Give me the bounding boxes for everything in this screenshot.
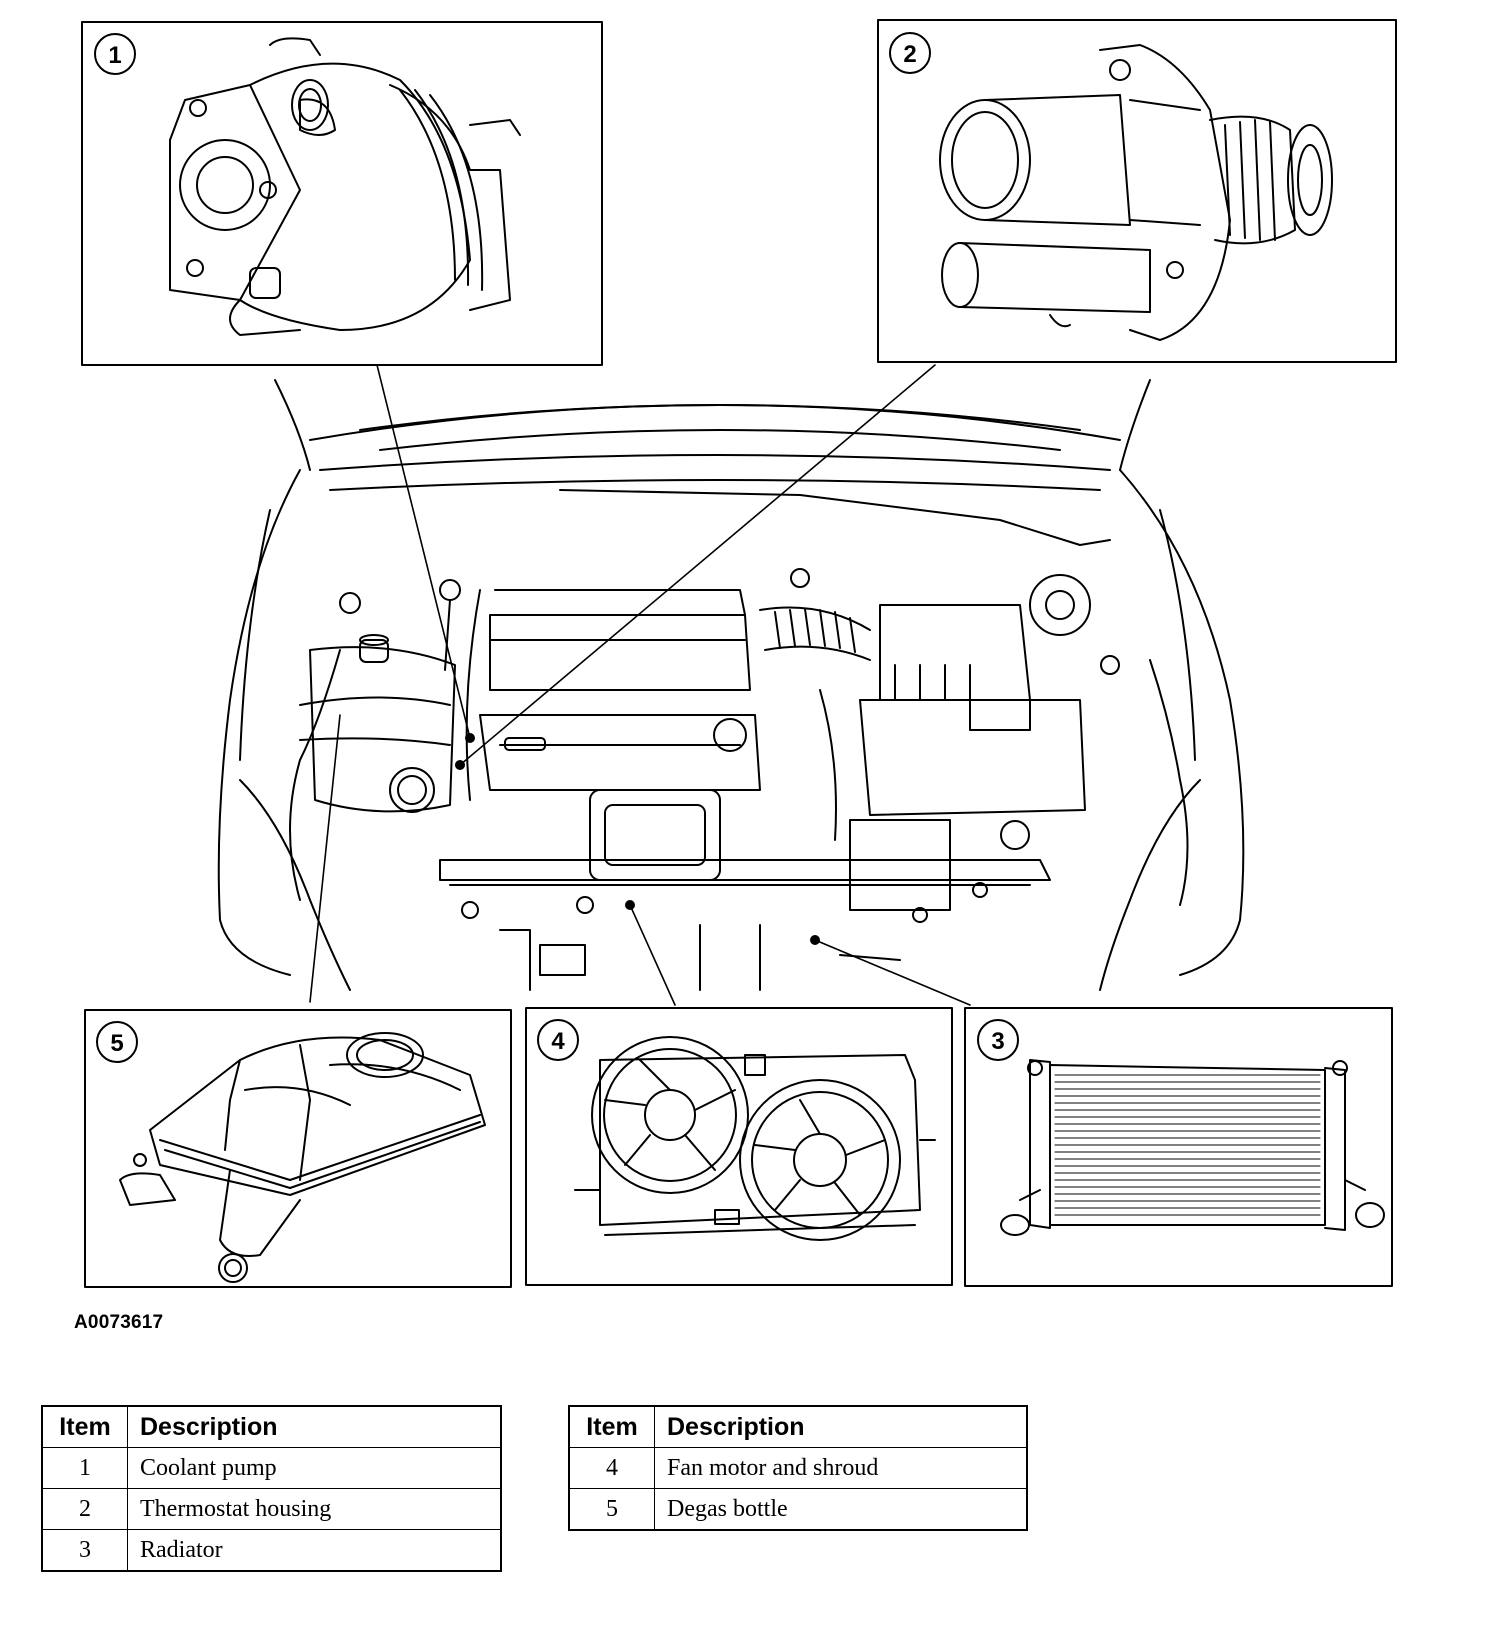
legend-table-left: Item Description 1 Coolant pump 2 Thermo… [41, 1405, 502, 1572]
header-item: Item [41, 1405, 128, 1448]
item-number: 2 [41, 1488, 128, 1530]
thermostat-housing-drawing [939, 44, 1333, 341]
fan-shroud-drawing [574, 1036, 936, 1241]
header-description: Description [654, 1405, 1028, 1448]
item-number: 1 [41, 1447, 128, 1489]
legend-row: 1 Coolant pump [41, 1447, 502, 1489]
legend-row: 3 Radiator [41, 1529, 502, 1572]
header-item: Item [568, 1405, 655, 1448]
callout-2: 2 [903, 41, 916, 68]
callout-4: 4 [551, 1028, 565, 1055]
legend-row: 5 Degas bottle [568, 1488, 1028, 1531]
callout-5: 5 [110, 1030, 123, 1057]
engine-bay-illustration [217, 379, 1245, 991]
engine-diagram: 1 2 [81, 19, 1397, 1288]
detail-box-thermostat-housing: 2 [877, 19, 1397, 363]
item-number: 5 [568, 1488, 655, 1531]
detail-box-coolant-pump: 1 [81, 21, 603, 366]
detail-box-fan-shroud: 4 [525, 1007, 953, 1286]
item-number: 3 [41, 1529, 128, 1572]
item-description: Fan motor and shroud [654, 1447, 1028, 1489]
leader-lines [309, 364, 971, 1006]
legend-table-right: Item Description 4 Fan motor and shroud … [568, 1405, 1028, 1531]
legend-header-row: Item Description [568, 1405, 1028, 1448]
item-number: 4 [568, 1447, 655, 1489]
coolant-pump-drawing [169, 37, 521, 336]
degas-bottle-drawing [119, 1032, 486, 1283]
item-description: Thermostat housing [127, 1488, 502, 1530]
radiator-drawing [1000, 1059, 1385, 1236]
legend-row: 4 Fan motor and shroud [568, 1447, 1028, 1489]
item-description: Radiator [127, 1529, 502, 1572]
figure-id: A0073617 [74, 1312, 164, 1333]
item-description: Degas bottle [654, 1488, 1028, 1531]
callout-3: 3 [991, 1028, 1004, 1055]
callout-1: 1 [108, 42, 121, 69]
legend-row: 2 Thermostat housing [41, 1488, 502, 1530]
detail-box-degas-bottle: 5 [84, 1009, 512, 1288]
header-description: Description [127, 1405, 502, 1448]
detail-box-radiator: 3 [964, 1007, 1393, 1287]
item-description: Coolant pump [127, 1447, 502, 1489]
legend-header-row: Item Description [41, 1405, 502, 1448]
